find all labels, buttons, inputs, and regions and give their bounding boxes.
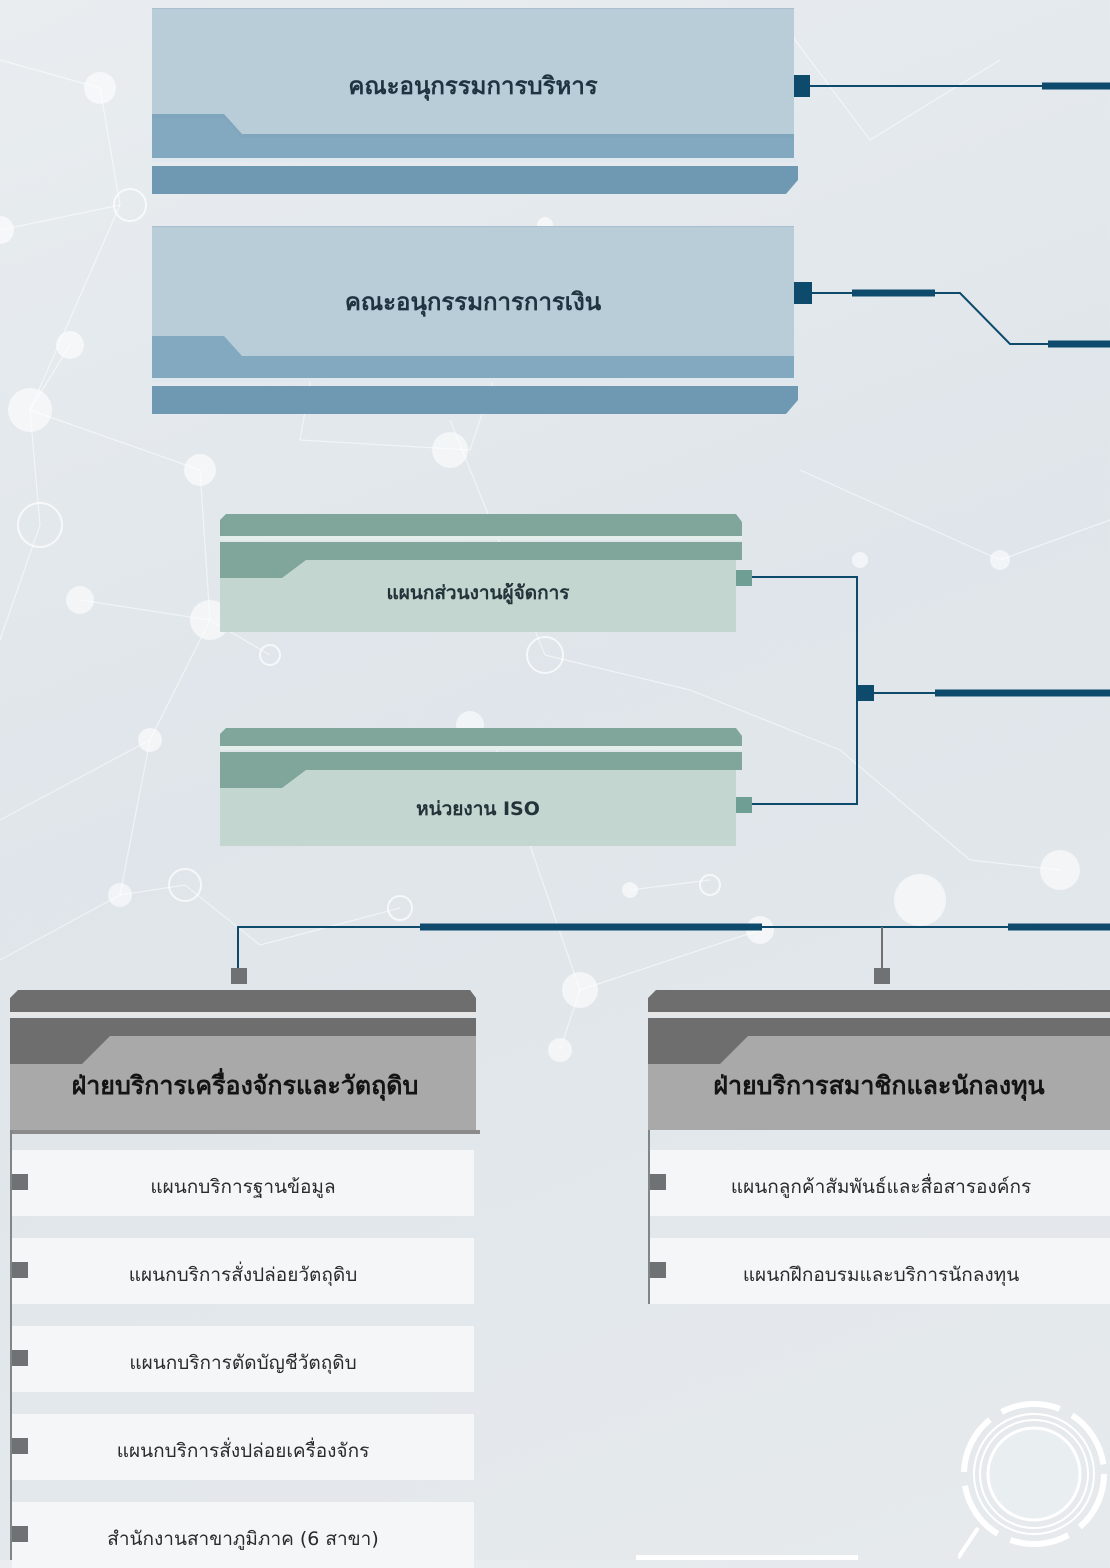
footer-bar [636, 1555, 858, 1560]
committee-box-executive: คณะอนุกรรมการบริหาร [152, 8, 800, 194]
list-marker [650, 1174, 666, 1190]
list-marker [12, 1262, 28, 1278]
committee-box-finance: คณะอนุกรรมการการเงิน [152, 226, 800, 414]
list-item: แผนกบริการสั่งปล่อยเครื่องจักร [12, 1414, 474, 1480]
department-label: แผนกฝึกอบรมและบริการนักลงทุน [742, 1264, 1020, 1286]
list-marker [12, 1438, 28, 1454]
list-item: สำนักงานสาขาภูมิภาค (6 สาขา) [12, 1502, 474, 1568]
list-item: แผนกลูกค้าสัมพันธ์และสื่อสารองค์กร [650, 1150, 1110, 1216]
division-box-members-investors: ฝ่ายบริการสมาชิกและนักลงทุน [648, 990, 1110, 1140]
list-item: แผนกบริการสั่งปล่อยวัตถุดิบ [12, 1238, 474, 1304]
unit-box-iso: หน่วยงาน ISO [220, 728, 742, 848]
unit-title: หน่วยงาน ISO [416, 798, 540, 820]
ring-emblem-icon [958, 1401, 1107, 1560]
unit-box-manager-office: แผนกส่วนงานผู้จัดการ [220, 514, 742, 634]
department-label: แผนกบริการฐานข้อมูล [150, 1176, 336, 1198]
department-label: สำนักงานสาขาภูมิภาค (6 สาขา) [107, 1528, 379, 1550]
committee-band-shape [152, 336, 798, 414]
committee-title: คณะอนุกรรมการบริหาร [348, 72, 598, 100]
connector-nodes [231, 75, 890, 984]
list-marker [12, 1174, 28, 1190]
department-label: แผนกลูกค้าสัมพันธ์และสื่อสารองค์กร [730, 1176, 1032, 1198]
list-marker [12, 1526, 28, 1542]
list-item: แผนกฝึกอบรมและบริการนักลงทุน [650, 1238, 1110, 1304]
list-item: แผนกบริการตัดบัญชีวัตถุดิบ [12, 1326, 474, 1392]
list-item: แผนกบริการฐานข้อมูล [12, 1150, 474, 1216]
committee-title: คณะอนุกรรมการการเงิน [344, 288, 602, 316]
department-list: แผนกลูกค้าสัมพันธ์และสื่อสารองค์กร แผนกฝ… [648, 1130, 1110, 1304]
department-label: แผนกบริการสั่งปล่อยเครื่องจักร [116, 1440, 370, 1462]
department-label: แผนกบริการตัดบัญชีวัตถุดิบ [129, 1352, 357, 1374]
list-marker [650, 1262, 666, 1278]
list-marker [12, 1350, 28, 1366]
department-label: แผนกบริการสั่งปล่อยวัตถุดิบ [128, 1264, 358, 1286]
division-box-machinery-materials: ฝ่ายบริการเครื่องจักรและวัตถุดิบ [10, 990, 480, 1140]
division-title: ฝ่ายบริการเครื่องจักรและวัตถุดิบ [71, 1071, 419, 1100]
unit-title: แผนกส่วนงานผู้จัดการ [386, 582, 570, 604]
department-list: แผนกบริการฐานข้อมูล แผนกบริการสั่งปล่อยว… [10, 1130, 474, 1568]
division-title: ฝ่ายบริการสมาชิกและนักลงทุน [713, 1071, 1045, 1100]
committee-band-shape [152, 114, 798, 194]
